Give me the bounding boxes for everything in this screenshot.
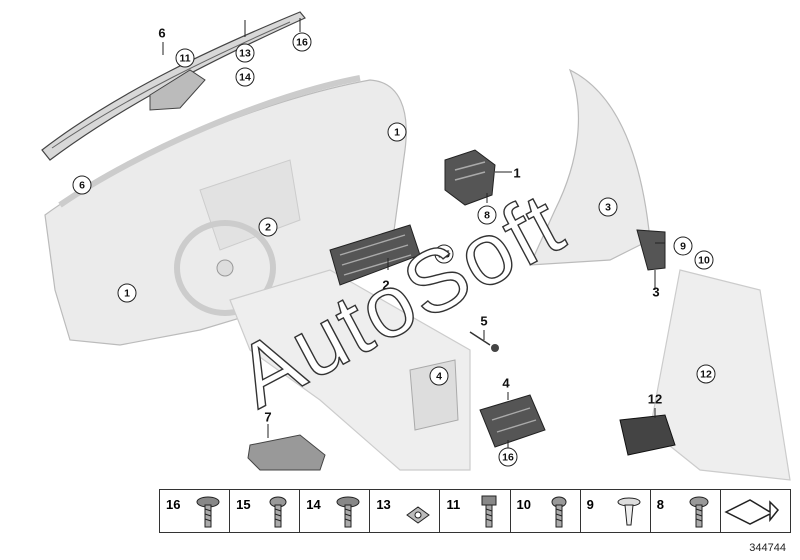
direction-arrow-icon [724,499,779,525]
pan-screw-icon [551,496,567,528]
parts-cell-number: 9 [586,497,594,512]
callout-10: 10 [694,250,714,270]
callout-6: 6 [72,175,92,195]
callout-8: 8 [477,205,497,225]
callout-3: 3 [598,197,618,217]
parts-cell-16: 16 [160,490,231,532]
flange-screw-icon [196,496,220,528]
parts-cell-8: 8 [651,490,721,532]
parts-cell-number: 16 [166,497,181,512]
label-3: 3 [652,284,660,300]
vent-part-1 [444,149,496,206]
leader-lines [162,18,665,448]
parts-cell-number: 14 [306,497,321,512]
pan-screw-icon [269,496,287,528]
parts-cell-15: 15 [230,490,301,532]
callout-4: 4 [429,366,449,386]
label-12: 12 [647,391,663,407]
dashboard-body [44,75,471,471]
label-1: 1 [513,165,521,181]
parts-cell-13: 13 [370,490,441,532]
parts-cell-14: 14 [300,490,371,532]
callout-16-top: 16 [292,32,312,52]
callout-13: 13 [235,43,255,63]
callout-1-left: 1 [117,283,137,303]
expansion-rivet-icon [617,497,641,526]
parts-cell-direction [721,490,790,532]
callout-15: 15 [434,244,454,264]
defroster-strip-part [41,11,306,161]
vent-part-4 [479,394,546,448]
duct-part-7 [247,434,326,471]
rear-console [649,269,791,481]
flange-screw-icon [336,496,360,528]
box-part-12 [619,414,676,456]
label-4: 4 [502,375,510,391]
parts-cell-number: 10 [516,497,532,512]
callout-1-dash: 1 [387,122,407,142]
parts-cell-9: 9 [581,490,651,532]
parts-cell-10: 10 [511,490,581,532]
parts-cell-number: 11 [446,497,461,512]
label-2: 2 [382,277,390,293]
pillar-trim [529,68,651,266]
callout-12: 12 [696,364,716,384]
vent-part-2 [329,224,421,286]
hex-bolt-icon [481,495,497,528]
diagram-reference-number: 344744 [749,542,786,554]
callout-16-bottom: 16 [498,447,518,467]
label-6: 6 [158,25,166,41]
screw-part-5 [469,331,499,352]
callout-9: 9 [673,236,693,256]
vent-part-9 [636,229,666,271]
parts-cell-number: 8 [656,497,664,512]
fastener-parts-strip: 16 15 14 13 11 10 9 8 [159,489,791,533]
callout-14: 14 [235,67,255,87]
callout-11: 11 [175,48,195,68]
parts-cell-number: 15 [236,497,251,512]
speed-nut-icon [406,506,431,524]
parts-cell-number: 13 [376,497,391,512]
flange-screw-icon [689,496,709,528]
label-7: 7 [264,409,272,425]
label-5: 5 [480,313,488,329]
parts-cell-11: 11 [440,490,511,532]
callout-2-dash: 2 [258,217,278,237]
